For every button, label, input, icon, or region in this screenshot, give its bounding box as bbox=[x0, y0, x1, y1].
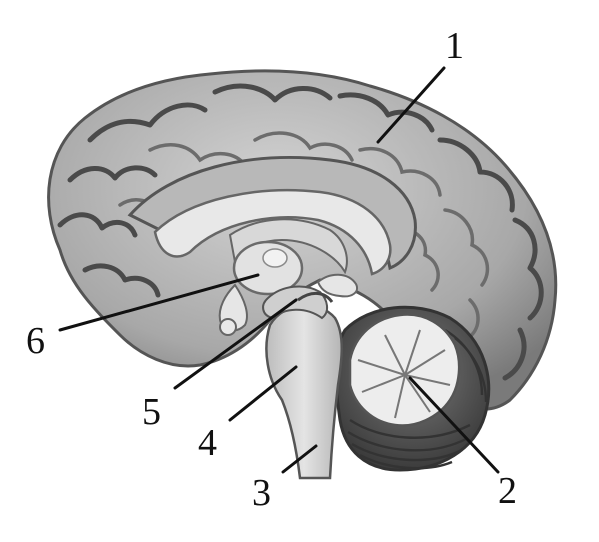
label-4: 4 bbox=[198, 422, 217, 464]
pons-medulla bbox=[265, 304, 343, 480]
arbor-vitae bbox=[348, 313, 461, 427]
label-6: 6 bbox=[26, 320, 45, 362]
label-2: 2 bbox=[498, 470, 517, 512]
cerebral-aqueduct bbox=[297, 292, 334, 303]
thalamus-highlight bbox=[262, 248, 288, 268]
leader-3 bbox=[281, 444, 318, 474]
leader-5 bbox=[173, 298, 298, 390]
corpus-callosum bbox=[153, 188, 392, 276]
label-3: 3 bbox=[252, 472, 271, 514]
leader-2 bbox=[408, 376, 500, 474]
leader-4 bbox=[228, 365, 298, 422]
cerebellum bbox=[333, 305, 491, 472]
leader-6 bbox=[58, 273, 260, 332]
tectum bbox=[316, 273, 358, 298]
leader-lines bbox=[58, 66, 500, 474]
label-1: 1 bbox=[445, 25, 464, 67]
label-5: 5 bbox=[142, 391, 161, 433]
cerebellum-folia bbox=[347, 328, 488, 470]
leader-1 bbox=[376, 66, 446, 144]
cerebrum bbox=[47, 69, 558, 411]
arbor-vitae-branches bbox=[357, 329, 451, 419]
pituitary bbox=[219, 318, 237, 336]
callout-numbers: 1 2 3 4 5 6 bbox=[26, 25, 517, 514]
